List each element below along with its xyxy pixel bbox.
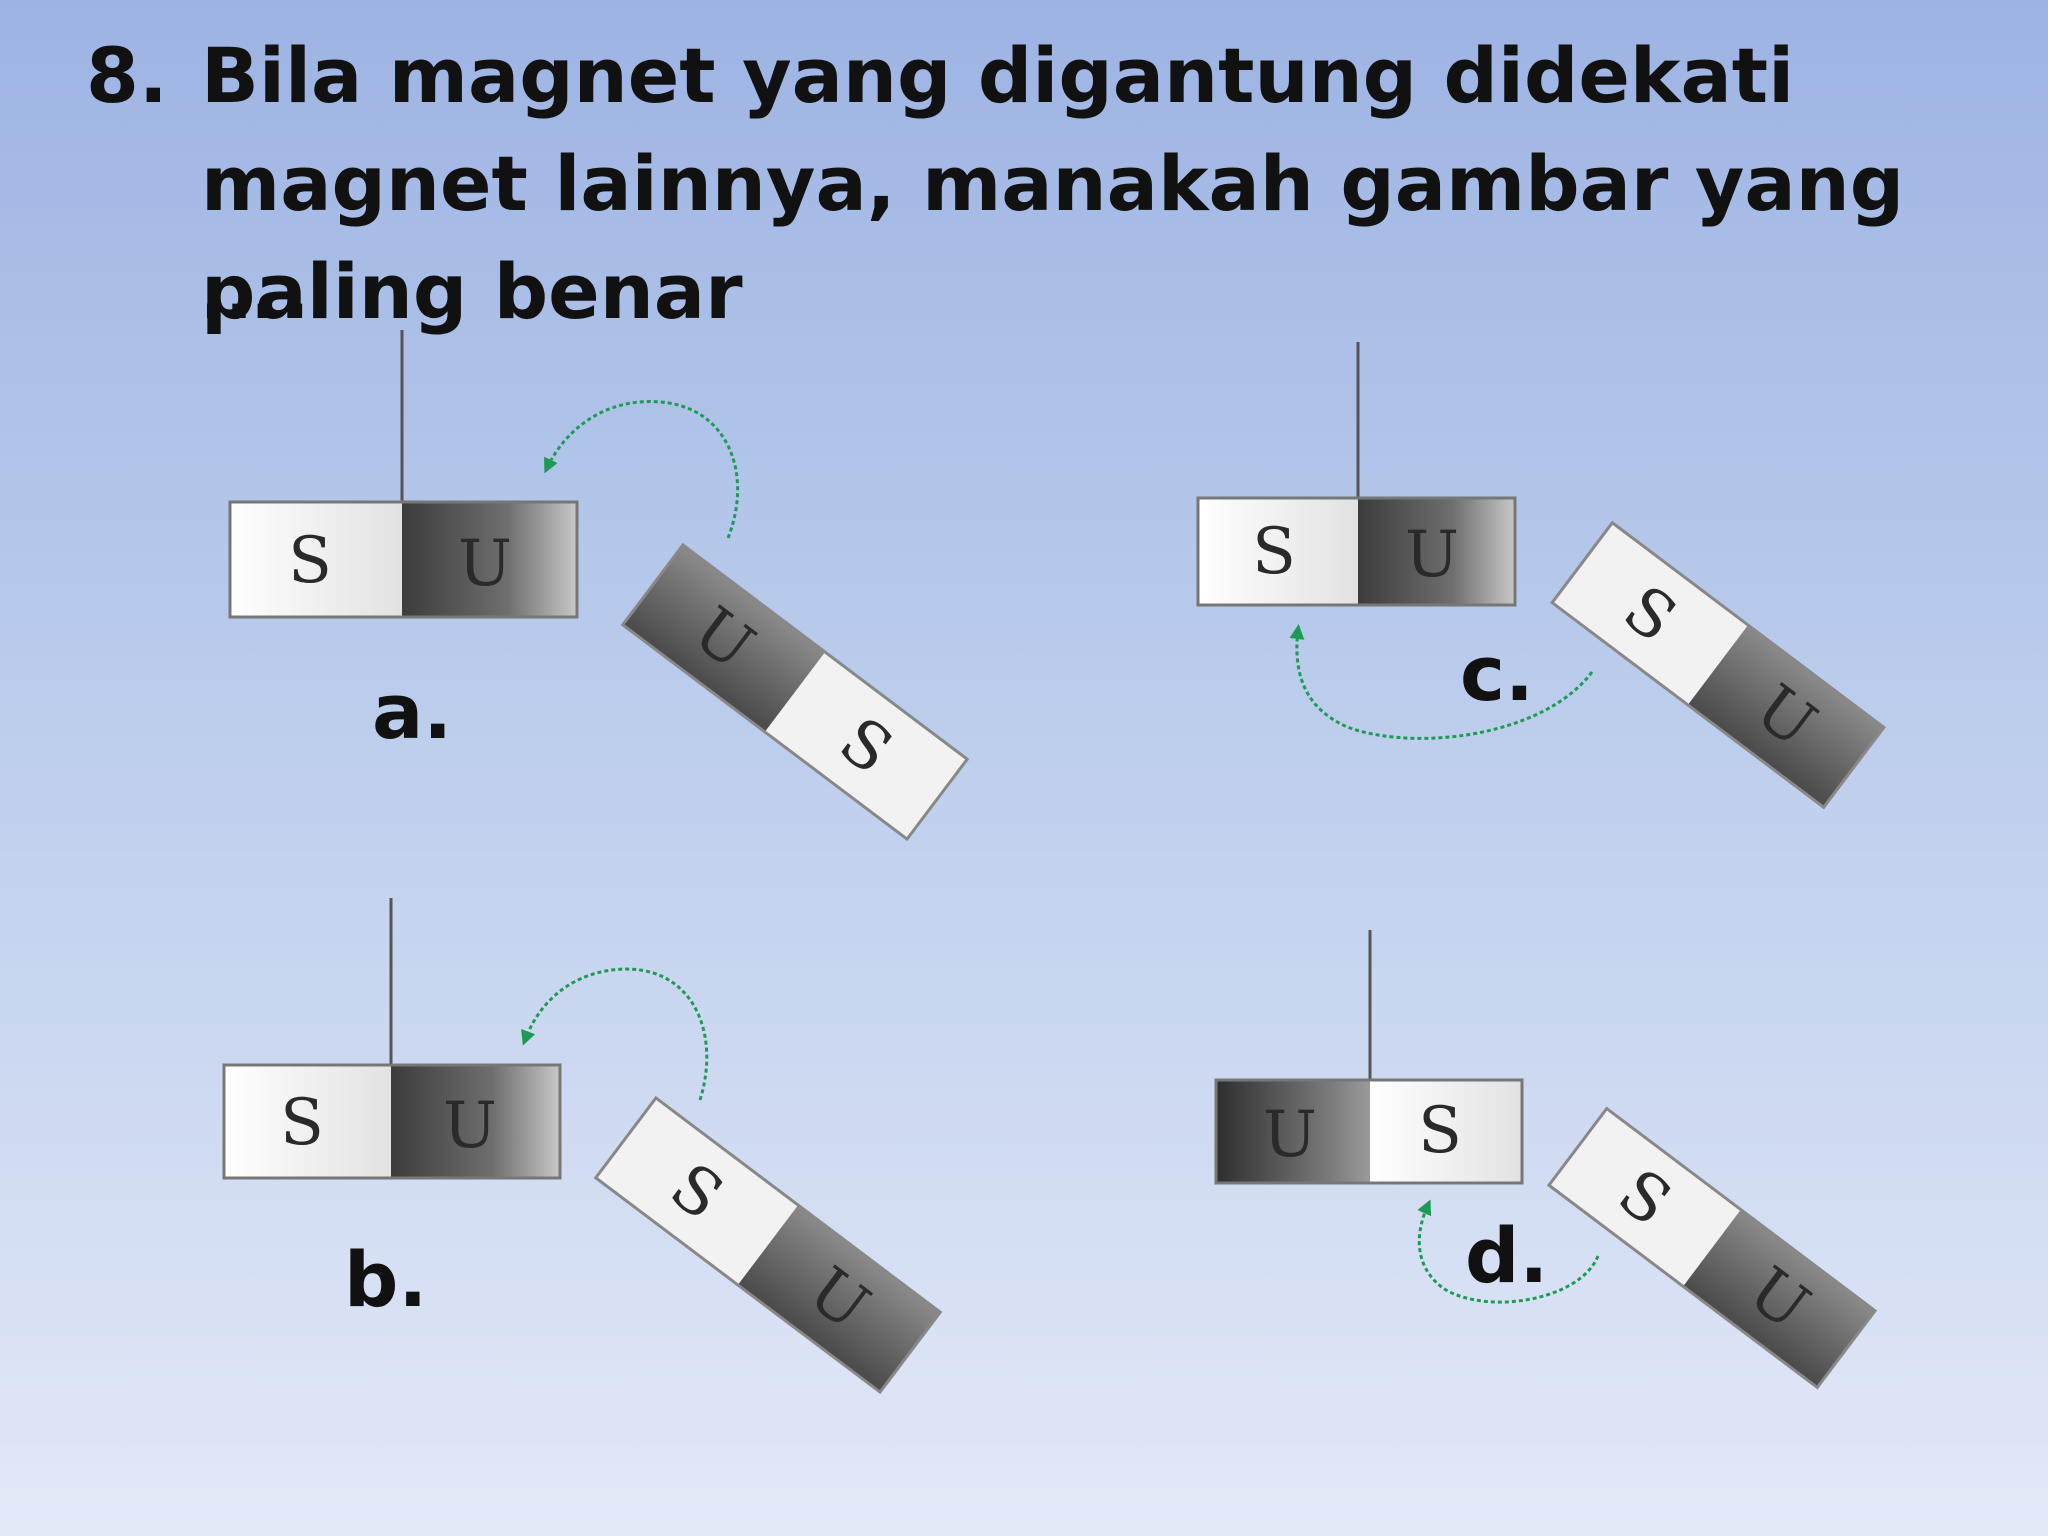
- pole-label: S: [280, 1086, 324, 1160]
- magnet-pole-dark: [1683, 1209, 1876, 1388]
- moving-magnet: U S: [620, 542, 970, 842]
- question-dots: ….: [201, 247, 314, 336]
- magnet-pole-dark: [1687, 625, 1884, 808]
- magnet-pole-light: [1552, 522, 1749, 705]
- pole-label: S: [288, 524, 332, 598]
- hanging-magnet: S U: [1196, 496, 1517, 607]
- magnet-pole-dark: [622, 544, 826, 732]
- rotation-arrow: [1289, 624, 1594, 740]
- magnet-pole-light: [595, 1097, 799, 1285]
- option-label: c.: [1460, 629, 1534, 718]
- magnet-pole-light: [1370, 1080, 1522, 1183]
- hanging-magnet: S U: [222, 1063, 562, 1180]
- hanging-magnet: S U: [228, 500, 579, 619]
- rotation-arrow: [1417, 1199, 1600, 1304]
- question-number: 8.: [86, 31, 168, 120]
- moving-magnet: S U: [1550, 520, 1886, 810]
- pole-label: U: [458, 527, 512, 601]
- pole-label: U: [1405, 518, 1459, 592]
- option-c: S U S U c.: [1196, 342, 1886, 810]
- magnet-pole-light: [764, 652, 968, 840]
- magnet-pole-light: [1548, 1108, 1741, 1287]
- hanging-magnet: U S: [1214, 1078, 1524, 1185]
- magnet-pole-light: [1198, 498, 1358, 605]
- magnet-pole-dark: [737, 1205, 941, 1393]
- option-label: b.: [344, 1235, 427, 1324]
- magnet-pole-dark: [391, 1065, 560, 1178]
- pole-label: S: [1418, 1094, 1462, 1168]
- magnet-pole-dark: [1216, 1080, 1370, 1183]
- option-label: d.: [1465, 1211, 1548, 1300]
- magnet-pole-light: [230, 502, 402, 617]
- option-a: S U U S a.: [228, 330, 970, 842]
- pole-label: S: [1252, 515, 1296, 589]
- pole-label: U: [443, 1089, 497, 1163]
- option-d: U S S U d.: [1214, 930, 1878, 1390]
- option-b: S U S U b.: [222, 898, 943, 1395]
- rotation-arrow: [544, 400, 740, 539]
- magnet-pole-light: [224, 1065, 391, 1178]
- magnet-pole-dark: [402, 502, 577, 617]
- question-text: Bila magnet yang digantung didekati magn…: [201, 31, 1905, 336]
- moving-magnet: S U: [593, 1095, 943, 1395]
- moving-magnet: S U: [1546, 1106, 1878, 1390]
- option-label: a.: [372, 667, 452, 756]
- pole-label: U: [1263, 1098, 1317, 1172]
- rotation-arrow: [521, 967, 709, 1101]
- magnet-pole-dark: [1358, 498, 1515, 605]
